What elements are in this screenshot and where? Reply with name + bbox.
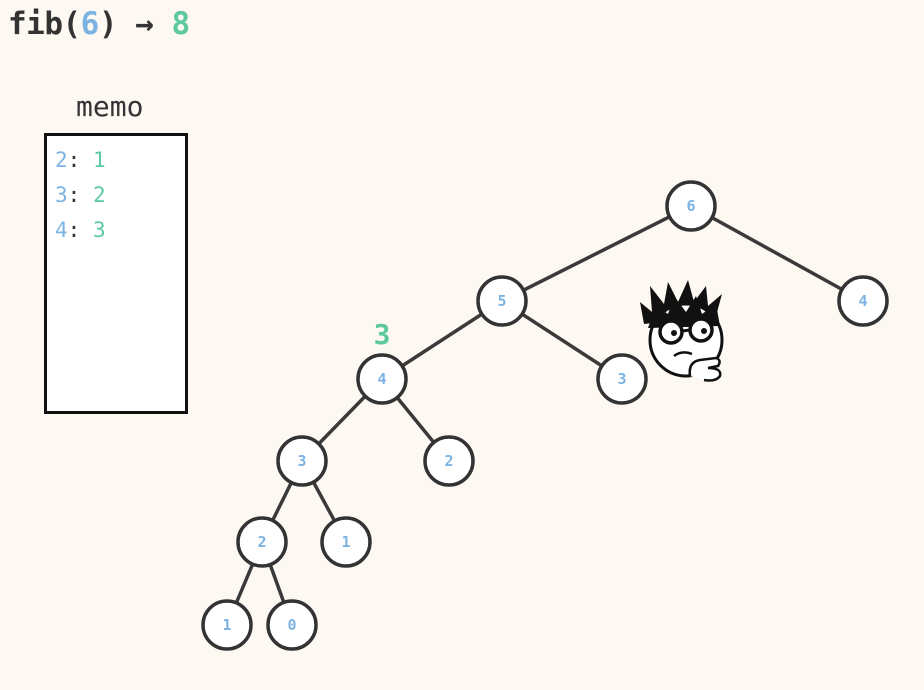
memo-separator: : xyxy=(67,218,93,242)
memo-value: 2 xyxy=(92,183,106,207)
node-circle xyxy=(236,516,288,568)
node-label: 5 xyxy=(497,292,506,310)
node-label: 4 xyxy=(377,370,386,388)
tree-node: 2 xyxy=(236,516,288,568)
memo-value: 1 xyxy=(92,148,106,172)
tree-node: 5 xyxy=(476,275,528,327)
tree-node: 3 xyxy=(276,435,328,487)
title-argument: 6 xyxy=(80,6,100,42)
node-label: 2 xyxy=(257,533,266,551)
tree-nodes: 6 5 4 4 3 3 2 2 1 1 0 xyxy=(201,180,889,651)
node-circle xyxy=(476,275,528,327)
title-close-paren: ) xyxy=(98,6,118,42)
tree-node: 0 xyxy=(266,599,318,651)
tree-node: 6 xyxy=(665,180,717,232)
memo-key: 2 xyxy=(55,148,68,172)
tree-edge xyxy=(689,204,865,303)
title-function: fib( xyxy=(8,6,81,42)
node-circle xyxy=(596,353,648,405)
memo-value: 3 xyxy=(92,218,106,242)
node-label: 0 xyxy=(287,616,296,634)
tree-node: 1 xyxy=(320,516,372,568)
node-circle xyxy=(201,599,253,651)
title-arrow: → xyxy=(117,6,172,42)
memo-key: 4 xyxy=(55,218,68,242)
memo-entry: 3: 2 xyxy=(55,183,106,207)
node-circle xyxy=(356,353,408,405)
tree-node: 3 xyxy=(596,353,648,405)
node-circle xyxy=(276,435,328,487)
memo-entry: 4: 3 xyxy=(55,218,106,242)
node-label: 3 xyxy=(297,452,306,470)
node-label: 4 xyxy=(858,292,867,310)
node-circle xyxy=(320,516,372,568)
title-result: 8 xyxy=(171,6,191,42)
node-label: 6 xyxy=(686,197,695,215)
node-circle xyxy=(266,599,318,651)
tree-node: 2 xyxy=(423,435,475,487)
memo-result-label: 3 xyxy=(374,318,391,351)
node-label: 3 xyxy=(617,370,626,388)
memo-key: 3 xyxy=(55,183,68,207)
tree-edge xyxy=(500,204,693,303)
tree-node: 1 xyxy=(201,599,253,651)
tree-edges xyxy=(225,204,865,627)
memo-table: 2: 1 3: 2 4: 3 xyxy=(44,133,188,414)
node-circle xyxy=(423,435,475,487)
thinking-face-icon xyxy=(640,280,724,382)
tree-node: 4 xyxy=(356,353,408,405)
page-title: fib(6) → 8 xyxy=(8,6,190,42)
memo-separator: : xyxy=(67,183,93,207)
memo-label: memo xyxy=(76,90,144,123)
node-label: 2 xyxy=(444,452,453,470)
memo-entry: 2: 1 xyxy=(55,148,106,172)
node-circle xyxy=(837,275,889,327)
node-label: 1 xyxy=(222,616,231,634)
node-circle xyxy=(665,180,717,232)
memo-separator: : xyxy=(67,148,93,172)
tree-node: 4 xyxy=(837,275,889,327)
node-label: 1 xyxy=(341,533,350,551)
